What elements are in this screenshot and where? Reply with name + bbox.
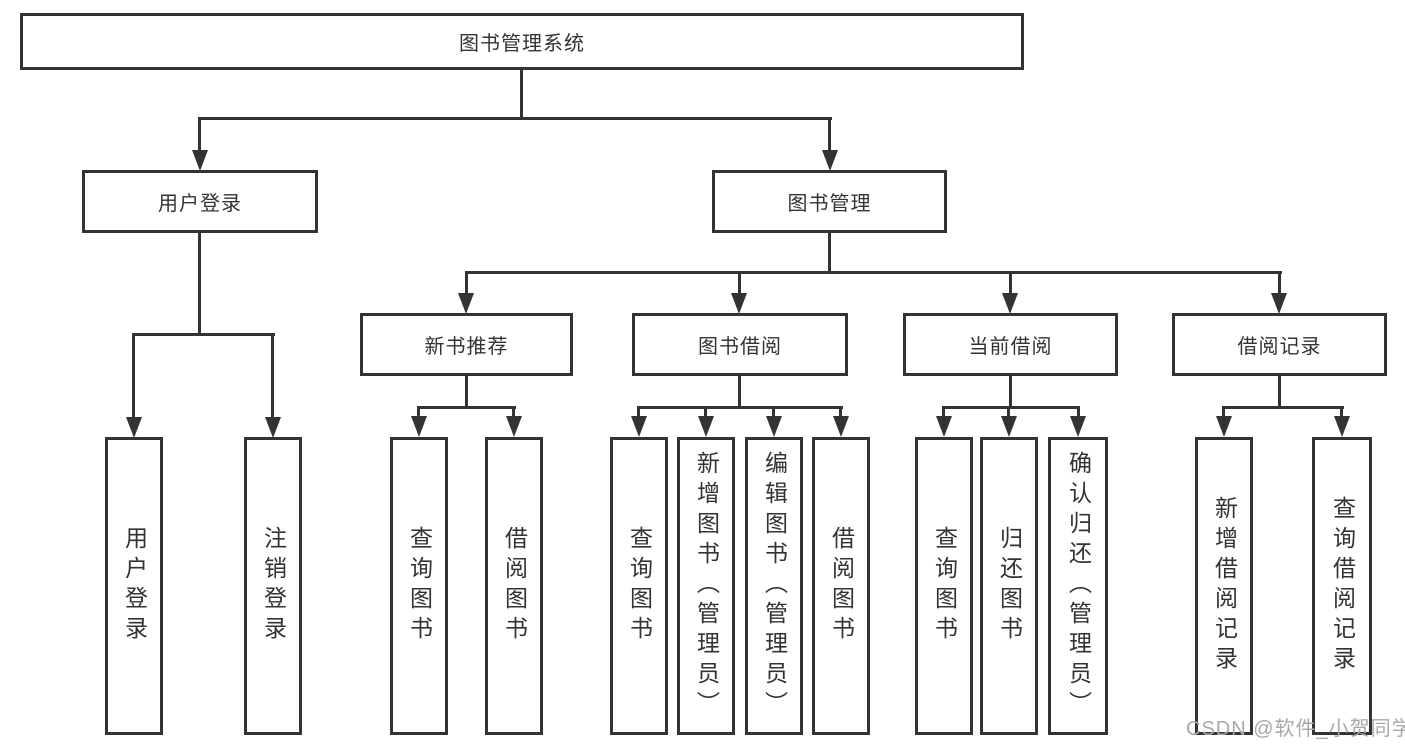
leaf-query-books-current: 查询图书 [915,437,973,735]
node-new-book-recommend: 新书推荐 [360,313,573,376]
connector-root-rail [198,117,832,120]
arrowhead-borrow-books-borrowing [833,416,849,437]
leaf-query-books-borrowing: 查询图书 [610,437,668,735]
connector-borrowing-drop-4 [839,406,842,418]
arrowhead-query-books-recommend [411,416,427,437]
arrowhead-edit-book-admin [766,416,782,437]
node-book-management: 图书管理 [712,170,947,233]
arrowhead-borrow-books-recommend [506,416,522,437]
connector-current-drop-2 [1007,406,1010,418]
arrowhead-user-login [192,150,208,171]
arrowhead-leaf-logout [265,417,281,438]
arrowhead-add-borrow-record [1216,416,1232,437]
connector-records-rail [1222,406,1344,409]
arrowhead-book-management [822,150,838,171]
connector-user-login-rail [132,333,275,336]
leaf-borrow-books-borrowing: 借阅图书 [812,437,870,735]
connector-current-stem [1009,376,1012,408]
node-user-login: 用户登录 [82,170,318,233]
connector-new-book-drop-1 [417,406,420,418]
arrowhead-query-books-current [936,416,952,437]
leaf-borrow-books-recommend: 借阅图书 [485,437,543,735]
leaf-query-borrow-record: 查询借阅记录 [1312,437,1372,735]
connector-records-drop-2 [1340,406,1343,418]
leaf-logout: 注销登录 [244,437,302,735]
connector-records-stem [1278,376,1281,408]
connector-borrowing-drop-3 [772,406,775,418]
connector-current-drop-3 [1077,406,1080,418]
leaf-query-books-recommend: 查询图书 [390,437,448,735]
connector-new-book-drop-2 [512,406,515,418]
connector-records-drop-1 [1222,406,1225,418]
arrowhead-query-books-borrowing [631,416,647,437]
connector-user-login-stem [198,233,201,336]
connector-to-leaf-user-login [132,333,135,419]
leaf-edit-book-admin: 编辑图书（管理员） [745,437,803,735]
arrowhead-add-book-admin [698,416,714,437]
leaf-add-book-admin: 新增图书（管理员） [677,437,735,735]
arrowhead-borrowing-records [1271,293,1287,314]
connector-borrowing-drop-2 [704,406,707,418]
connector-new-book-rail [417,406,516,409]
connector-root-stem [520,70,523,118]
leaf-add-borrow-record: 新增借阅记录 [1195,437,1253,735]
node-book-borrowing: 图书借阅 [632,313,848,376]
connector-borrowing-drop-1 [637,406,640,418]
connector-to-current-borrowing [1009,271,1012,295]
arrowhead-new-book-recommend [458,293,474,314]
connector-current-drop-1 [942,406,945,418]
node-current-borrowing: 当前借阅 [903,313,1118,376]
arrowhead-leaf-user-login [126,417,142,438]
arrowhead-confirm-return-admin [1070,416,1086,437]
connector-book-management-rail [465,271,1282,274]
connector-to-borrowing-records [1278,271,1281,295]
node-root-book-management-system: 图书管理系统 [20,13,1024,70]
node-borrowing-records: 借阅记录 [1172,313,1387,376]
arrowhead-return-books [1001,416,1017,437]
connector-to-book-borrowing [738,271,741,295]
connector-to-new-book-recommend [465,271,468,295]
csdn-watermark: CSDN @软件_小贺同学 [1186,718,1405,740]
connector-to-leaf-logout [271,333,274,419]
leaf-confirm-return-admin: 确认归还（管理员） [1048,437,1108,735]
arrowhead-current-borrowing [1002,293,1018,314]
connector-borrowing-stem [738,376,741,408]
connector-borrowing-rail [637,406,843,409]
connector-root-to-user-login [198,117,201,152]
connector-current-rail [942,406,1080,409]
connector-new-book-stem [465,376,468,408]
connector-root-to-book-management [828,117,831,152]
connector-book-management-stem [828,233,831,274]
leaf-user-login: 用户登录 [105,437,163,735]
leaf-return-books: 归还图书 [980,437,1038,735]
arrowhead-query-borrow-record [1334,416,1350,437]
arrowhead-book-borrowing [731,293,747,314]
